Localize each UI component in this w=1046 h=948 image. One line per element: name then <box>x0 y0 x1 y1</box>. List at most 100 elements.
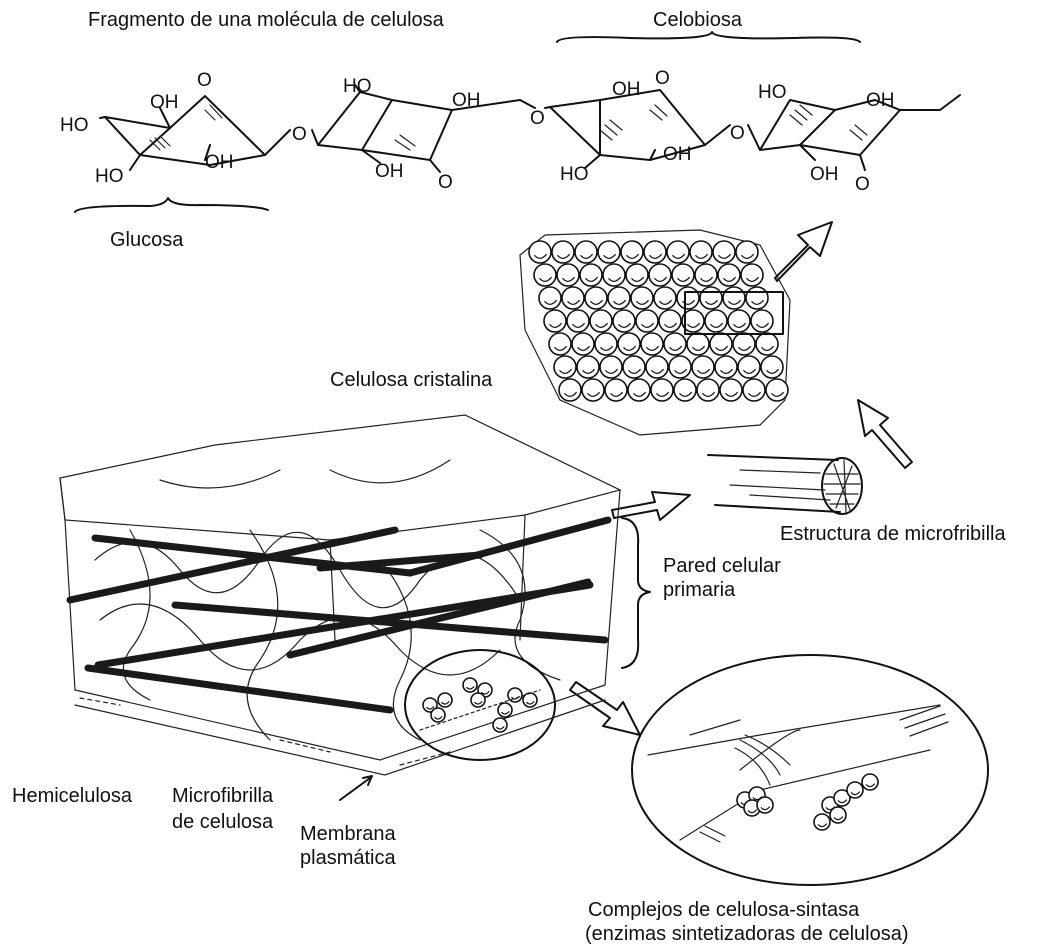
chem-label-ho: HO <box>60 115 89 136</box>
chain-cross-section <box>697 379 719 401</box>
chain-cross-section <box>710 333 732 355</box>
chain-cross-section <box>529 241 551 263</box>
chain-cross-section <box>590 310 612 332</box>
microfibril-cylinder <box>708 455 862 514</box>
chain-cross-section <box>669 356 691 378</box>
chem-label-o: O <box>655 68 670 89</box>
glycosidic-bond-1 <box>265 130 290 155</box>
chain-cross-section <box>552 241 574 263</box>
chain-cross-section <box>554 356 576 378</box>
label-cellulose-fragment: Fragmento de una molécula de celulosa <box>88 8 444 32</box>
chain-cross-section <box>751 310 773 332</box>
label-microfibril-line2: de celulosa <box>172 810 273 834</box>
chain-cross-section <box>618 333 640 355</box>
glycosidic-bond-3 <box>705 125 730 145</box>
synthase-detail-ellipse <box>632 655 988 885</box>
chain-cross-section <box>746 287 768 309</box>
label-primary-wall-line2: primaria <box>663 578 735 602</box>
glycosidic-bond-2 <box>520 100 535 108</box>
synthase-complex <box>847 782 863 798</box>
chain-cross-section <box>641 333 663 355</box>
chain-cross-section <box>585 287 607 309</box>
chem-label-oh: OH <box>612 79 641 100</box>
chain-cross-section <box>628 379 650 401</box>
chem-label-oh: OH <box>150 92 179 113</box>
label-microfibril-structure: Estructura de microfribilla <box>780 522 1006 546</box>
chain-cross-section <box>608 287 630 309</box>
chain-cross-section <box>580 264 602 286</box>
label-microfibril-line1: Microfibrilla <box>172 784 273 808</box>
chem-label-o: O <box>730 123 745 144</box>
chain-cross-section <box>603 264 625 286</box>
synthase-complex <box>438 693 452 707</box>
chain-cross-section <box>649 264 671 286</box>
chain-cross-section <box>718 264 740 286</box>
label-primary-wall-line1: Pared celular <box>663 554 781 578</box>
chain-cross-section <box>598 241 620 263</box>
chem-label-oh: OH <box>866 90 895 111</box>
label-hemicellulose: Hemicelulosa <box>12 784 132 808</box>
chain-cross-section <box>549 333 571 355</box>
label-synthase-line2: (enzimas sintetizadoras de celulosa) <box>585 922 909 946</box>
chain-cross-section <box>713 241 735 263</box>
chain-cross-section <box>687 333 709 355</box>
chain-cross-section <box>600 356 622 378</box>
cellulose-chain: HO OH O HO OH O HO OH OH O O OH O OH HO … <box>60 68 960 195</box>
chain-cross-section <box>562 287 584 309</box>
label-membrane-line1: Membrana <box>300 822 396 846</box>
cellobiose-brace <box>557 32 860 42</box>
chain-cross-section <box>572 333 594 355</box>
chain-cross-section <box>741 264 763 286</box>
chain-cross-section <box>539 287 561 309</box>
synthase-complex <box>431 708 445 722</box>
chain-cross-section <box>674 379 696 401</box>
chain-cross-section <box>644 241 666 263</box>
chain-cross-section <box>766 379 788 401</box>
chain-cross-section <box>761 356 783 378</box>
label-membrane-line2: plasmática <box>300 846 396 870</box>
chem-label-oh: OH <box>810 164 839 185</box>
chain-cross-section <box>756 333 778 355</box>
chain-cross-section <box>605 379 627 401</box>
chem-label-ho: HO <box>95 166 124 187</box>
synthase-complex <box>471 693 485 707</box>
chain-cross-section <box>738 356 760 378</box>
chain-cross-section <box>672 264 694 286</box>
synthase-complex <box>508 688 522 702</box>
glucose-ring-2 <box>318 85 520 172</box>
label-crystalline-cellulose: Celulosa cristalina <box>330 368 492 392</box>
arrow-up-right-icon <box>775 222 832 281</box>
chain-cross-section <box>621 241 643 263</box>
chain-cross-section <box>582 379 604 401</box>
chem-label-o: O <box>197 70 212 91</box>
chain-cross-section <box>700 287 722 309</box>
chain-cross-section <box>626 264 648 286</box>
chem-label-oh: OH <box>452 90 481 111</box>
arrow-right-icon <box>612 492 690 520</box>
primary-wall-brace <box>622 518 650 668</box>
synthase-complex <box>814 814 830 830</box>
label-glucose: Glucosa <box>110 228 183 252</box>
glucose-brace <box>75 198 268 212</box>
chain-cross-section <box>559 379 581 401</box>
chem-label-o: O <box>438 172 453 193</box>
chem-label-ho: HO <box>560 164 589 185</box>
chain-cross-section <box>664 333 686 355</box>
glucose-ring-4 <box>760 95 960 170</box>
chain-cross-section <box>534 264 556 286</box>
glucose-ring-1 <box>100 96 265 170</box>
chain-cross-section <box>677 287 699 309</box>
chem-label-o: O <box>855 174 870 195</box>
chain-cross-section <box>623 356 645 378</box>
chain-cross-section <box>557 264 579 286</box>
cell-wall-block <box>60 415 620 775</box>
synthase-complex <box>830 807 846 823</box>
synthase-complex <box>757 797 773 813</box>
chain-cross-section <box>577 356 599 378</box>
chain-cross-section <box>646 356 668 378</box>
chem-label-ho: HO <box>758 82 787 103</box>
chain-cross-section <box>631 287 653 309</box>
chain-cross-section <box>544 310 566 332</box>
crystalline-cellulose <box>520 230 790 435</box>
